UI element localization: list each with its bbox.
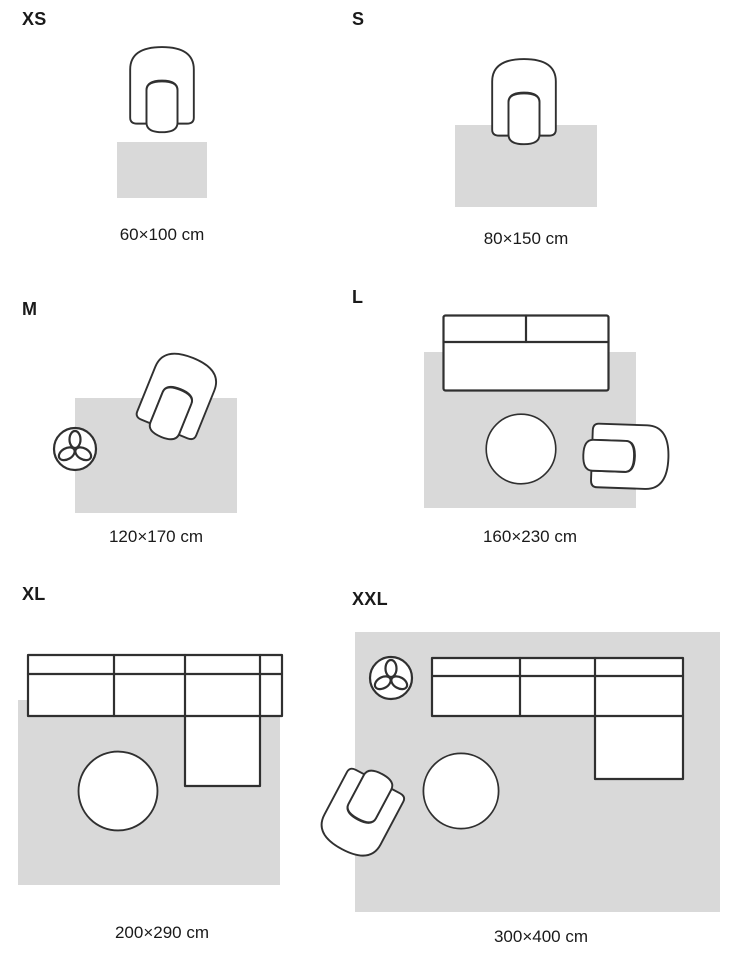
rug-xs — [117, 142, 207, 198]
coffee-table-icon — [421, 751, 501, 831]
dimension-label-l: 160×230 cm — [482, 527, 578, 546]
dimension-label-xl: 200×290 cm — [114, 923, 210, 942]
armchair-icon — [119, 40, 205, 135]
armchair-icon — [481, 52, 567, 147]
coffee-table-icon — [76, 749, 160, 833]
dimension-label-s: 80×150 cm — [483, 229, 569, 248]
size-label-s: S — [352, 9, 365, 29]
dimension-label-m: 120×170 cm — [108, 527, 204, 546]
size-label-xxl: XXL — [352, 589, 388, 609]
coffee-table-icon — [484, 412, 558, 486]
plant-icon — [51, 425, 99, 473]
sofa-icon — [442, 314, 610, 392]
size-label-xl: XL — [22, 584, 46, 604]
plant-icon — [367, 654, 415, 702]
armchair-icon — [579, 412, 677, 501]
size-label-xs: XS — [22, 9, 47, 29]
size-label-m: M — [22, 299, 38, 319]
size-label-l: L — [352, 287, 364, 307]
dimension-label-xxl: 300×400 cm — [493, 927, 589, 946]
dimension-label-xs: 60×100 cm — [119, 225, 205, 244]
